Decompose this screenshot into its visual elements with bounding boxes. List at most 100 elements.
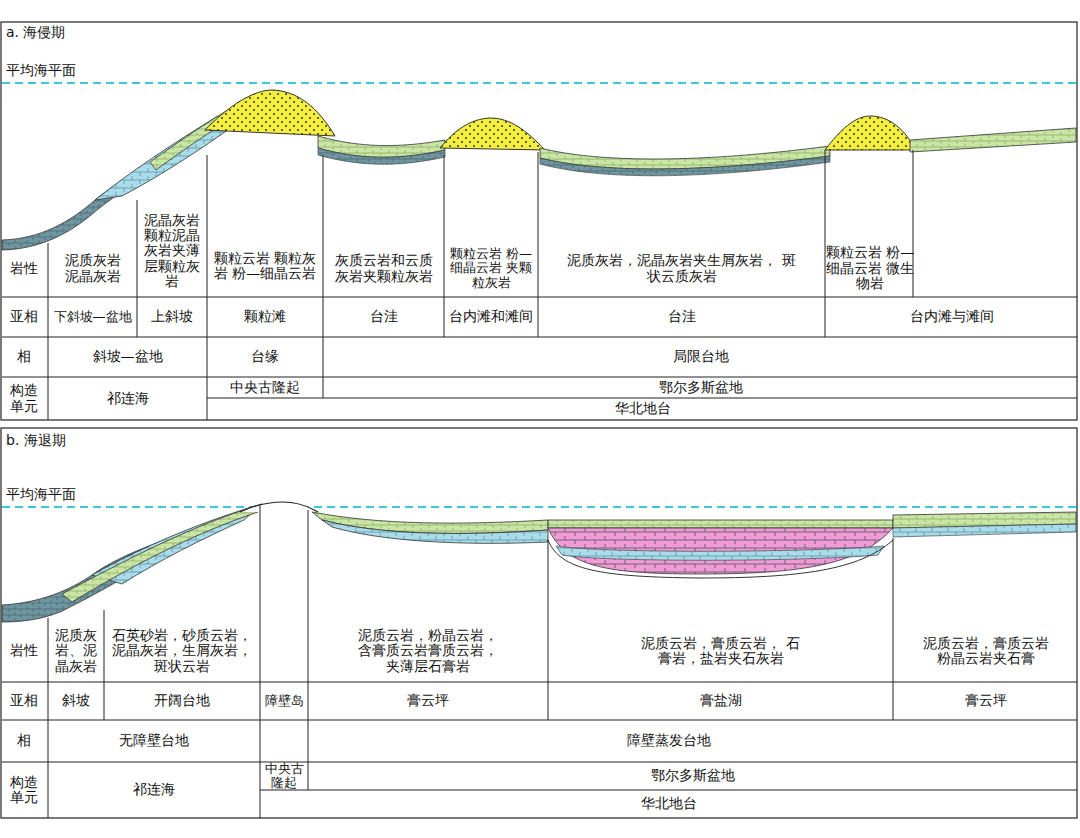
table-cell: 台洼	[323, 297, 444, 337]
table-cell: 台内滩与滩间	[825, 297, 1078, 337]
sea-level-label: 平均海平面	[6, 62, 146, 80]
sea-level-label: 平均海平面	[6, 486, 146, 504]
cell-text: 泥质灰岩 泥晶灰岩	[63, 253, 123, 284]
table-rule	[825, 150, 826, 337]
illustration-part	[893, 524, 1076, 537]
table-cell: 台缘	[207, 337, 323, 377]
cell-text: 台内滩和滩间	[449, 309, 533, 324]
illustration-part	[1, 428, 1077, 818]
illustration-part	[318, 148, 445, 164]
table-cell: 泥质云岩，膏质云岩， 石膏岩，盐岩夹石灰岩	[548, 620, 893, 682]
illustration-part	[548, 540, 893, 578]
cell-text: 岩性	[10, 261, 38, 276]
illustration-part	[825, 116, 916, 150]
cell-text: 平均海平面	[6, 487, 76, 502]
cell-text: 鄂尔多斯盆地	[659, 380, 743, 395]
cell-text: 鄂尔多斯盆地	[651, 768, 735, 783]
cell-text: 膏盐湖	[700, 693, 742, 708]
table-cell: 中央古 隆起	[260, 762, 308, 790]
illustration-part	[556, 546, 884, 560]
panel-title: b. 海退期	[6, 432, 146, 450]
cell-text: 亚相	[10, 309, 38, 324]
cell-text: 华北地台	[615, 401, 671, 416]
cell-text: 颗粒滩	[244, 309, 286, 324]
illustration-part	[322, 520, 548, 543]
cell-text: 泥质灰 岩、泥 晶灰岩	[54, 628, 98, 674]
illustration-part	[548, 520, 893, 528]
cell-text: 障壁蒸发台地	[627, 733, 711, 748]
cell-text: 膏云坪	[407, 693, 449, 708]
table-rule	[2, 377, 1077, 378]
table-cell: 膏云坪	[308, 682, 548, 720]
cell-text: 泥质云岩，膏质云岩 粉晶云岩夹石膏	[916, 636, 1056, 667]
table-rule	[207, 155, 208, 420]
cell-text: 台内滩与滩间	[910, 309, 994, 324]
table-cell: 鄂尔多斯盆地	[323, 377, 1078, 398]
table-cell: 岩性	[0, 240, 48, 297]
illustration-part	[910, 128, 1076, 152]
table-cell: 障壁岛	[260, 682, 308, 720]
table-rule	[48, 243, 49, 420]
cell-text: 平均海平面	[6, 63, 76, 78]
table-cell: 泥质云岩，粉晶云岩， 含膏质云岩膏质云岩， 夹薄层石膏岩	[308, 620, 548, 682]
table-cell: 颗粒滩	[207, 297, 323, 337]
cell-text: 无障壁台地	[119, 733, 189, 748]
cell-text: 斜坡—盆地	[93, 349, 163, 364]
cell-text: 灰质云岩和云质 灰岩夹颗粒灰岩	[331, 253, 436, 284]
cell-text: 中央古 隆起	[262, 762, 306, 790]
illustration-part	[2, 506, 1076, 508]
cell-text: 泥质灰岩，泥晶灰岩夹生屑灰岩， 斑状云质灰岩	[567, 253, 797, 284]
illustration-part	[540, 156, 830, 176]
illustration-part	[1, 22, 1077, 420]
table-cell: 开阔台地	[104, 682, 260, 720]
table-cell: 颗粒云岩 粉—细晶云岩 微生物岩	[815, 240, 925, 297]
table-cell: 鄂尔多斯盆地	[308, 762, 1078, 790]
cell-text: 台洼	[370, 309, 398, 324]
table-rule	[2, 337, 1077, 338]
cell-text: 相	[17, 733, 31, 748]
cell-text: 泥质云岩，粉晶云岩， 含膏质云岩膏质云岩， 夹薄层石膏岩	[353, 628, 503, 674]
table-cell: 石英砂岩，砂质云岩， 泥晶灰岩，生屑灰岩， 斑状云岩	[104, 620, 260, 682]
cell-text: 构造 单元	[9, 383, 39, 414]
cell-text: 祁连海	[107, 391, 149, 406]
table-rule	[444, 155, 445, 337]
table-cell: 祁连海	[48, 377, 207, 420]
table-cell: 构造 单元	[0, 762, 48, 818]
table-cell: 祁连海	[48, 762, 260, 818]
table-cell: 台洼	[538, 297, 825, 337]
table-cell: 泥质云岩，膏质云岩 粉晶云岩夹石膏	[893, 620, 1078, 682]
cell-text: 祁连海	[133, 782, 175, 797]
cell-text: 中央古隆起	[230, 380, 300, 395]
table-rule	[2, 682, 1077, 683]
table-rule	[308, 510, 309, 790]
table-cell: 构造 单元	[0, 377, 48, 420]
cell-text: 石英砂岩，砂质云岩， 泥晶灰岩，生屑灰岩， 斑状云岩	[107, 628, 257, 674]
table-rule	[548, 540, 549, 720]
cell-text: 上斜坡	[151, 309, 193, 324]
table-cell: 华北地台	[207, 398, 1078, 420]
table-rule	[260, 790, 1077, 791]
table-rule	[104, 610, 105, 720]
cell-text: 华北地台	[641, 796, 697, 811]
table-cell: 上斜坡	[137, 297, 207, 337]
table-cell: 下斜坡—盆地	[48, 297, 137, 337]
cell-text: 岩性	[10, 643, 38, 658]
cell-text: 局限台地	[673, 349, 729, 364]
cell-text: 泥晶灰岩 颗粒泥晶 灰岩夹薄 层颗粒灰 岩	[142, 213, 202, 290]
illustration-part	[548, 528, 893, 574]
illustration-part	[2, 82, 1076, 84]
table-cell: 中央古隆起	[207, 377, 323, 398]
table-rule	[260, 505, 261, 818]
table-rule	[2, 762, 1077, 763]
table-cell: 膏盐湖	[548, 682, 893, 720]
cell-text: 斜坡	[62, 693, 90, 708]
table-cell: 斜坡—盆地	[48, 337, 207, 377]
table-cell: 泥质灰岩，泥晶灰岩夹生屑灰岩， 斑状云质灰岩	[538, 240, 825, 297]
cell-text: 颗粒云岩 粉—细晶云岩 夹颗粒灰岩	[445, 247, 537, 290]
table-cell: 泥质灰岩 泥晶灰岩	[48, 240, 137, 297]
table-cell: 膏云坪	[893, 682, 1078, 720]
table-cell: 颗粒云岩 粉—细晶云岩 夹颗粒灰岩	[444, 240, 538, 297]
cell-text: 台缘	[251, 349, 279, 364]
cell-text: 颗粒云岩 颗粒灰岩 粉—细晶云岩	[213, 251, 318, 282]
